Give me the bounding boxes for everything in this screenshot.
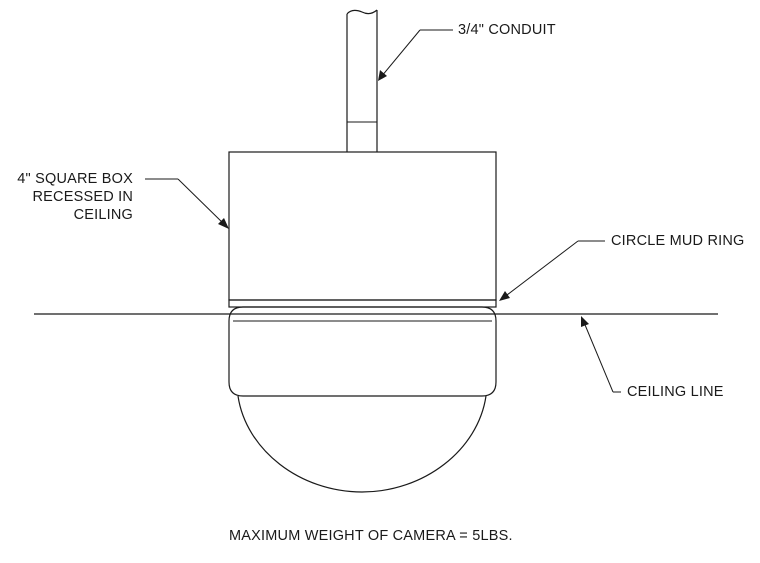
square-box-label: 4" SQUARE BOX RECESSED IN CEILING — [17, 170, 133, 224]
mud-ring-label: CIRCLE MUD RING — [611, 233, 745, 249]
square-box-label-line3: CEILING — [73, 207, 133, 223]
camera-housing — [228, 306, 497, 397]
square-box-leader — [145, 178, 229, 229]
square-box-label-line1: 4" SQUARE BOX — [17, 171, 133, 187]
square-box-label-line2: RECESSED IN — [32, 189, 133, 205]
mud-ring-leader — [499, 240, 605, 301]
ceiling-line-leader — [581, 316, 621, 393]
ceiling-line-label: CEILING LINE — [627, 384, 724, 400]
footer-note: MAXIMUM WEIGHT OF CAMERA = 5LBS. — [229, 528, 513, 544]
conduit-label: 3/4" CONDUIT — [458, 22, 556, 38]
circle-mud-ring — [228, 299, 497, 308]
conduit — [346, 9, 378, 152]
conduit-leader — [378, 29, 453, 81]
camera-dome — [237, 395, 487, 493]
square-box — [228, 151, 497, 301]
